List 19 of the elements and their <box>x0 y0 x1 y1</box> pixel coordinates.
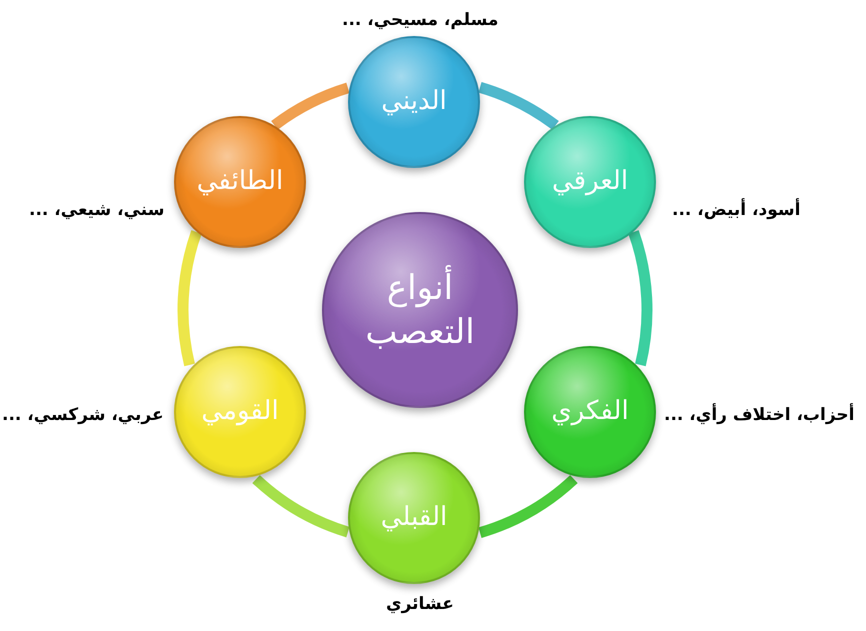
ring-connector <box>628 230 652 366</box>
circle-node: الطائفي <box>174 116 306 248</box>
beside-label: عربي، شركسي، ... <box>2 405 164 425</box>
ring-connector <box>478 474 578 538</box>
beside-label: سني، شيعي، ... <box>29 200 164 220</box>
beside-label: أسود، أبيض، ... <box>672 200 800 220</box>
ring-connector <box>178 230 202 366</box>
ring-connector <box>478 82 559 130</box>
circle-node: القبلي <box>348 452 480 584</box>
circle-node: أنواع التعصب <box>322 212 518 408</box>
circle-node: العرقي <box>524 116 656 248</box>
ring-connector <box>271 82 350 130</box>
beside-label: عشائري <box>386 594 454 614</box>
ring-connector <box>252 474 350 538</box>
beside-label: أحزاب، اختلاف رأي، ... <box>664 405 854 425</box>
circle-node: الفكري <box>524 346 656 478</box>
beside-label: مسلم، مسيحي، ... <box>342 10 498 30</box>
circle-node: القومي <box>174 346 306 478</box>
circle-node: الديني <box>348 36 480 168</box>
